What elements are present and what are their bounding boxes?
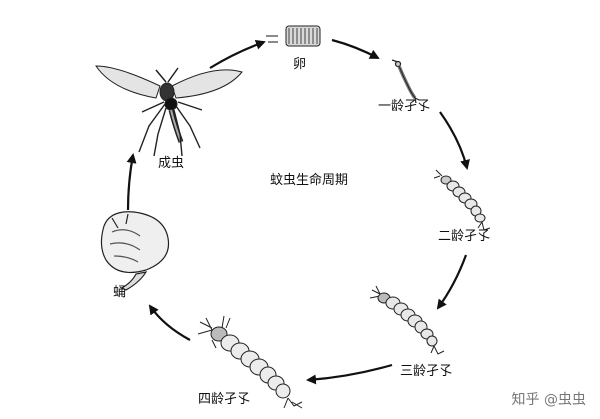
stage-label-instar1: 一龄孑孓: [378, 99, 431, 114]
arrow-adult-to-egg: [209, 39, 266, 69]
instar2-larva-illustration: [433, 169, 491, 231]
stage-label-adult: 成虫: [158, 156, 185, 171]
instar4-larva-illustration: [197, 315, 303, 409]
cycle-arrows: [126, 38, 470, 385]
adult-mosquito-illustration: [95, 65, 243, 157]
instar1-larva-illustration: [391, 59, 420, 104]
stage-label-egg: 卵: [293, 57, 307, 72]
arrow-instar4-to-pupa: [148, 304, 191, 341]
stage-label-pupa: 蛹: [113, 285, 127, 300]
egg-raft-illustration: [266, 25, 321, 47]
arrow-pupa-to-adult: [126, 153, 137, 211]
stage-label-instar2: 二龄孑孓: [438, 229, 491, 244]
arrow-instar2-to-instar3: [436, 254, 468, 310]
diagram-title: 蚊虫生命周期: [270, 173, 349, 188]
instar3-larva-illustration: [369, 285, 445, 355]
watermark: 知乎 @虫虫: [511, 392, 586, 408]
stage-label-instar4: 四龄孑孓: [198, 392, 251, 407]
arrow-instar3-to-instar4: [306, 363, 393, 385]
pupa-illustration: [100, 211, 170, 291]
arrow-instar1-to-instar2: [439, 111, 470, 170]
arrow-egg-to-instar1: [331, 38, 380, 59]
stage-label-instar3: 三龄孑孓: [400, 364, 453, 379]
